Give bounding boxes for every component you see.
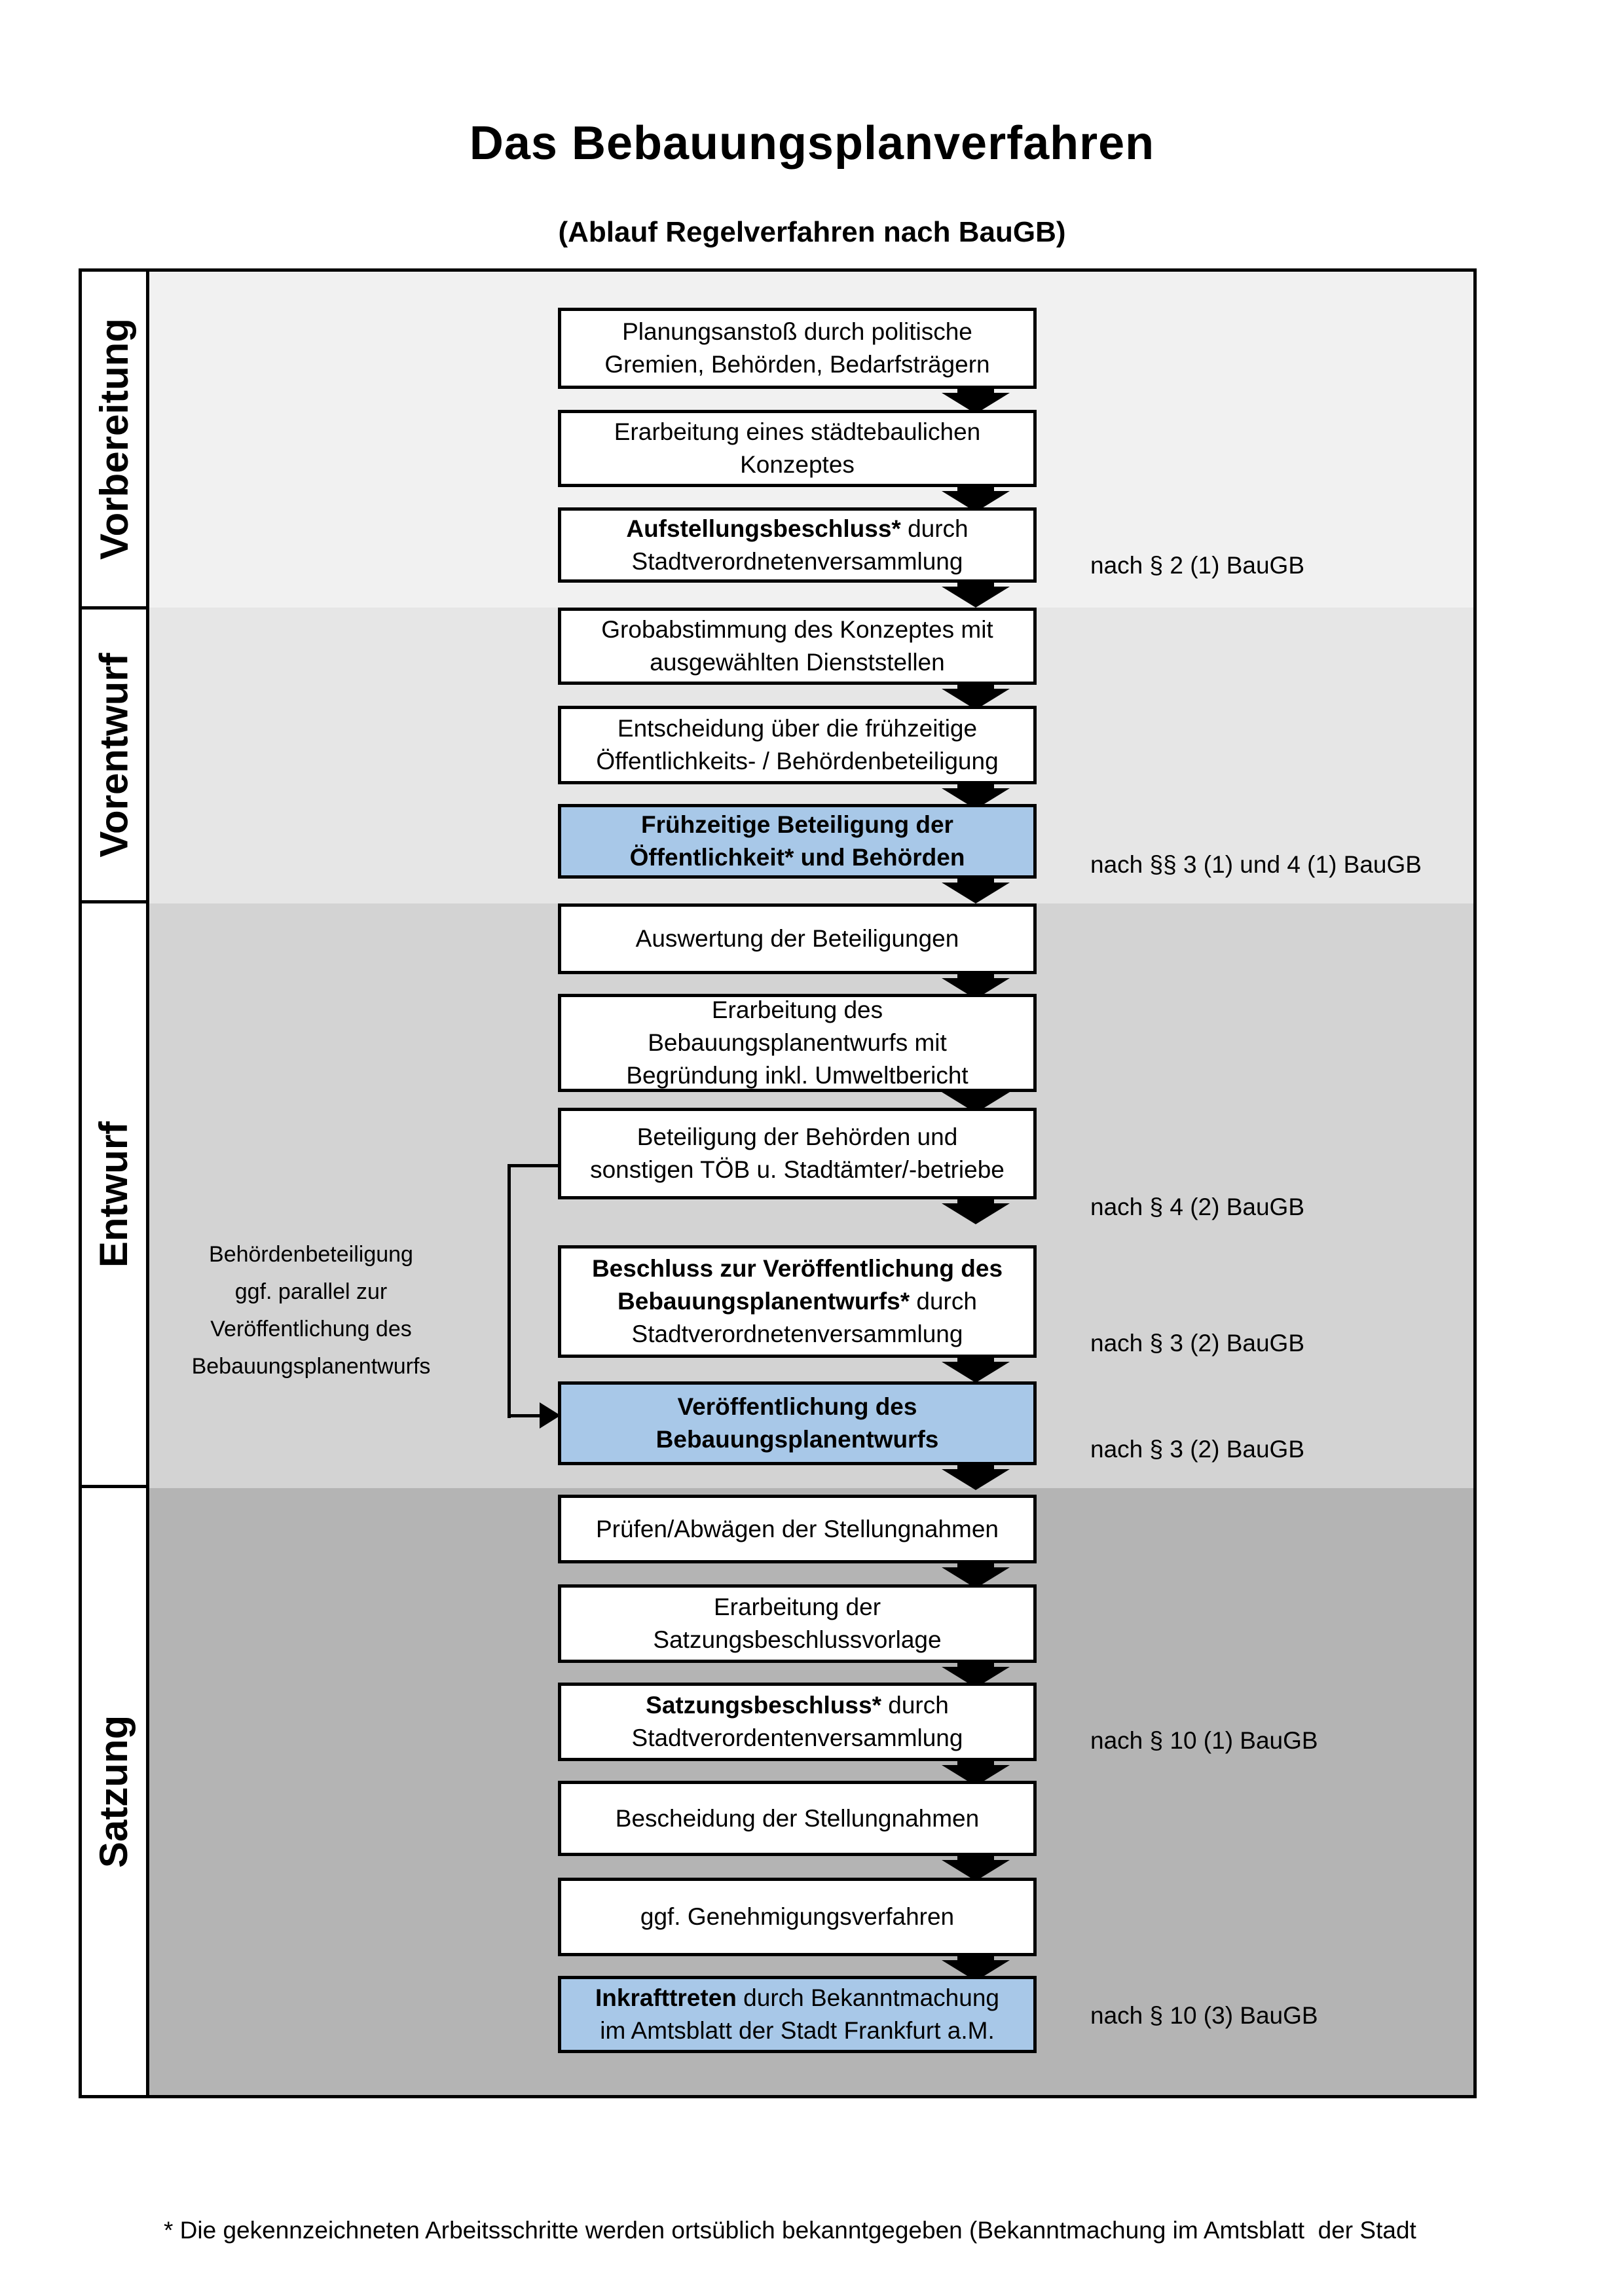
step-box-entscheidung-beteiligung: Entscheidung über die frühzeitige Öffent… <box>558 706 1037 784</box>
step-box-behoerdenbeteiligung: Beteiligung der Behörden und sonstigen T… <box>558 1108 1037 1199</box>
phase-label-satzung: Satzung <box>82 1488 146 2095</box>
step-box-veroeffentlichung: Veröffentlichung des Bebauungsplanentwur… <box>558 1381 1037 1465</box>
footnote-line-1: * Die gekennzeichneten Arbeitsschritte w… <box>164 2217 1416 2244</box>
legal-ref-par10-3: nach § 10 (3) BauGB <box>1090 2002 1318 2029</box>
step-box-inkrafttreten: Inkrafttreten durch Bekanntmachung im Am… <box>558 1976 1037 2053</box>
legal-ref-par2-1: nach § 2 (1) BauGB <box>1090 552 1305 579</box>
parallel-connector-vertical-line <box>507 1164 511 1418</box>
step-box-auswertung: Auswertung der Beteiligungen <box>558 903 1037 974</box>
step-box-erarbeitung-entwurf: Erarbeitung des Bebauungsplanentwurfs mi… <box>558 994 1037 1092</box>
parallel-connector-top-line <box>507 1164 558 1167</box>
phase-label-entwurf: Entwurf <box>82 903 146 1488</box>
legal-ref-par3-4-1: nach §§ 3 (1) und 4 (1) BauGB <box>1090 851 1422 878</box>
step-box-bescheidung: Bescheidung der Stellungnahmen <box>558 1781 1037 1856</box>
flow-arrow-icon <box>942 579 1010 608</box>
page-title: Das Bebauungsplanverfahren <box>469 117 1155 170</box>
side-note-parallel-beteiligung: Behördenbeteiligung ggf. parallel zur Ve… <box>191 1242 431 1379</box>
page-subtitle: (Ablauf Regelverfahren nach BauGB) <box>558 216 1066 248</box>
legal-ref-par4-2: nach § 4 (2) BauGB <box>1090 1194 1305 1220</box>
phase-label-vorentwurf: Vorentwurf <box>82 610 146 903</box>
parallel-connector-arrowhead-icon <box>540 1402 561 1429</box>
parallel-connector-bottom-line <box>507 1414 542 1417</box>
phase-label-column: Vorbereitung Vorentwurf Entwurf Satzung <box>82 272 149 2095</box>
phase-label-vorbereitung: Vorbereitung <box>82 272 146 610</box>
step-box-grobabstimmung: Grobabstimmung des Konzeptes mit ausgewä… <box>558 608 1037 685</box>
flow-arrow-icon <box>942 1354 1010 1383</box>
step-box-beschluss-veroeffentlichung: Beschluss zur Veröffentlichung des Bebau… <box>558 1245 1037 1358</box>
footnote: * Die gekennzeichneten Arbeitsschritte w… <box>164 2136 1473 2296</box>
step-box-planungsanstoss: Planungsanstoß durch politische Gremien,… <box>558 308 1037 389</box>
flow-arrow-icon <box>942 1852 1010 1881</box>
legal-ref-par3-2-a: nach § 3 (2) BauGB <box>1090 1330 1305 1357</box>
step-box-genehmigungsverfahren: ggf. Genehmigungsverfahren <box>558 1878 1037 1956</box>
step-box-aufstellungsbeschluss: Aufstellungsbeschluss* durch Stadtverord… <box>558 507 1037 583</box>
step-box-fruehzeitige-beteiligung: Frühzeitige Beteiligung der Öffentlichke… <box>558 804 1037 879</box>
flow-arrow-icon <box>942 1195 1010 1224</box>
flow-arrow-icon <box>942 1461 1010 1490</box>
step-box-pruefen-abwaegen: Prüfen/Abwägen der Stellungnahmen <box>558 1495 1037 1563</box>
flow-arrow-icon <box>942 875 1010 903</box>
legal-ref-par3-2-b: nach § 3 (2) BauGB <box>1090 1436 1305 1463</box>
legal-ref-par10-1: nach § 10 (1) BauGB <box>1090 1727 1318 1754</box>
step-box-staedtebauliches-konzept: Erarbeitung eines städtebaulichen Konzep… <box>558 410 1037 487</box>
step-box-satzungsbeschluss: Satzungsbeschluss* durch Stadtverordente… <box>558 1683 1037 1761</box>
step-box-satzungsbeschlussvorlage: Erarbeitung der Satzungsbeschlussvorlage <box>558 1584 1037 1663</box>
